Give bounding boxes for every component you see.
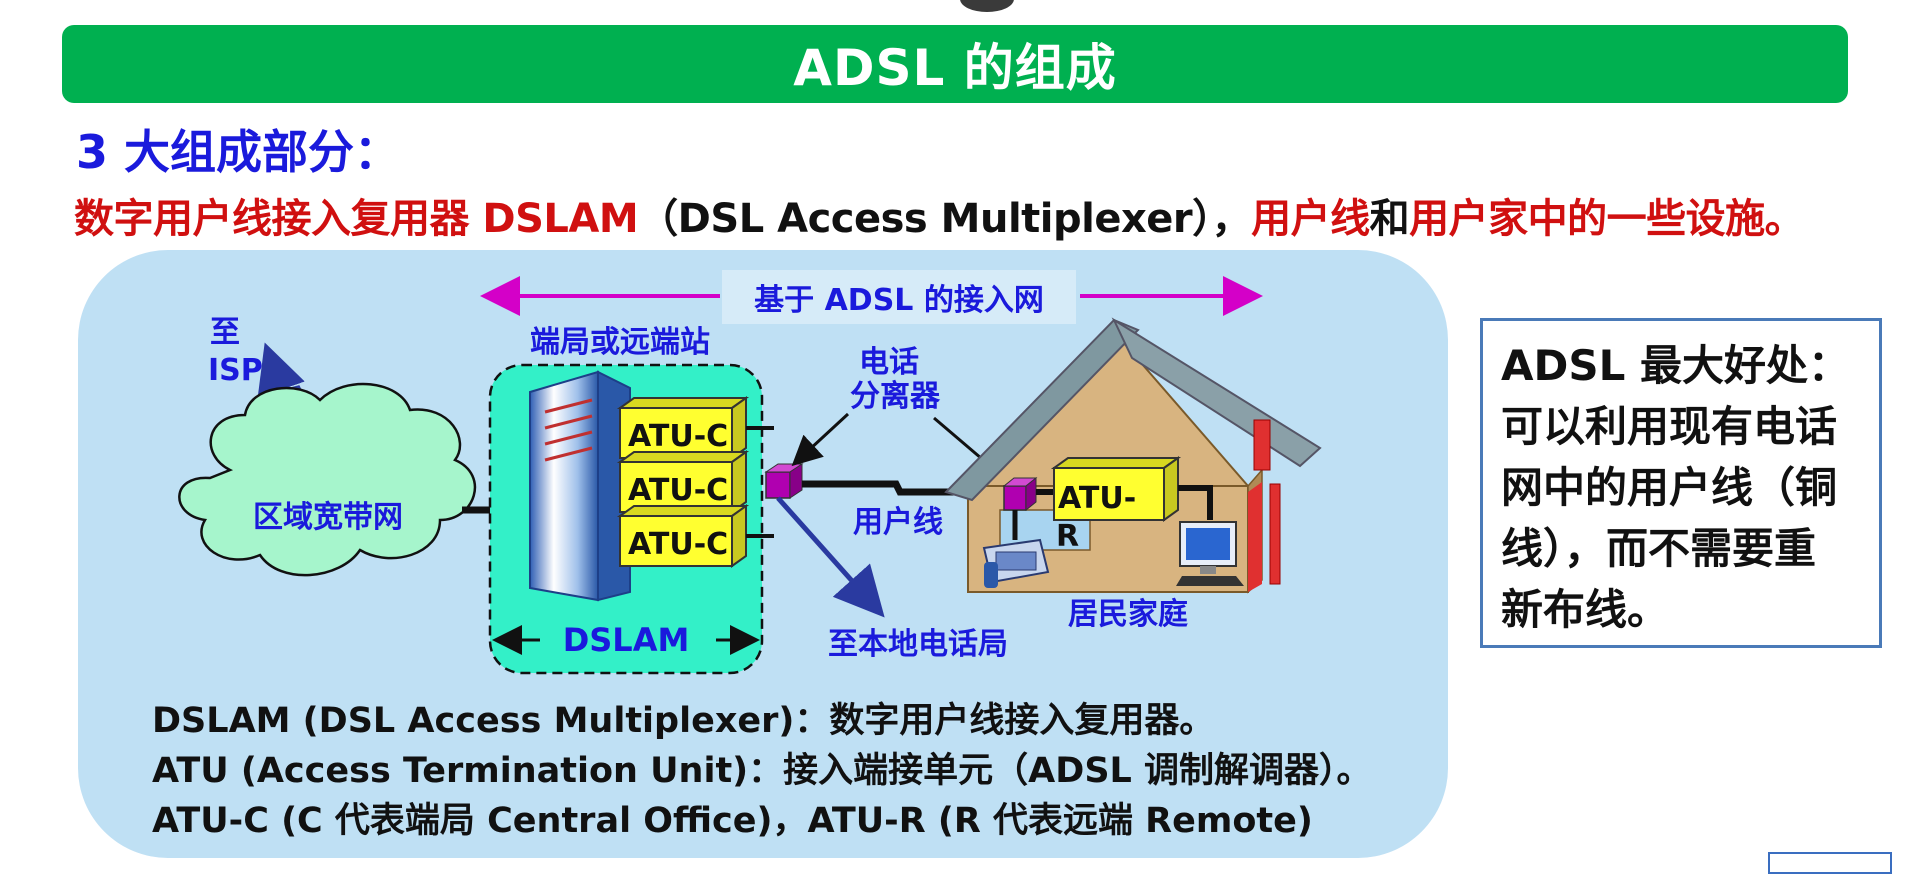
title-bar: ADSL 的组成 [62,25,1848,103]
access-network-label-bg [722,270,1076,324]
advantage-note: ADSL 最大好处： 可以利用现有电话 网中的用户线（铜 线），而不需要重 新布… [1480,318,1882,648]
to-local-office-label: 至本地电话局 [828,627,1008,662]
line-segment-and: 和 [1369,196,1410,242]
top-decoration [960,0,1014,12]
components-line: 数字用户线接入复用器 DSLAM（DSL Access Multiplexer）… [74,186,1805,244]
cloud-icon [178,382,477,577]
to-isp-label-2: ISP [208,353,263,388]
note-line: 线），而不需要重 [1501,524,1817,573]
cloud-label: 区域宽带网 [253,500,403,535]
atu-c-box: ATU-C [616,450,750,514]
page-title: ADSL 的组成 [793,39,1117,97]
nav-badge[interactable] [1768,852,1892,874]
definition-line: ATU (Access Termination Unit)：接入端接单元（ADS… [152,751,1372,791]
splitter-label-2: 分离器 [850,379,941,414]
user-line-label: 用户线 [853,505,943,540]
server-icon [529,370,631,602]
home-label: 居民家庭 [1068,597,1188,632]
phone-icon [982,538,1050,588]
atu-r-label-2: R [1056,519,1079,554]
atu-c-label: ATU-C [628,419,728,454]
subtitle: 3 大组成部分： [76,125,401,179]
line-segment-user-line: 用户线 [1251,196,1370,242]
atu-c-label: ATU-C [628,527,728,562]
note-line: 网中的用户线（铜 [1501,463,1838,512]
lightning-to-local-office [776,496,885,618]
atu-c-box: ATU-C [616,504,774,568]
access-network-label: 基于 ADSL 的接入网 [754,283,1044,318]
atu-c-label: ATU-C [628,473,728,508]
atu-r-box: ATU- [1050,456,1182,522]
note-line: 新布线。 [1501,585,1670,634]
definition-line: DSLAM (DSL Access Multiplexer)：数字用户线接入复用… [152,701,1214,741]
splitter-label-1: 电话 [859,345,919,380]
splitter-icon [765,471,791,499]
atu-r-label-1: ATU- [1058,481,1136,516]
splitter-pointer-left [791,412,850,467]
dslam-label: DSLAM [563,621,690,659]
line-segment-dslam: 数字用户线接入复用器 DSLAM [74,196,639,242]
splitter-icon [1003,485,1027,511]
station-label: 端局或远端站 [530,325,710,360]
line-segment-dslam-en: （DSL Access Multiplexer）， [638,196,1252,242]
definition-line: ATU-C (C 代表端局 Central Office)，ATU-R (R 代… [152,801,1313,841]
line-segment-home: 用户家中的一些设施。 [1409,196,1805,242]
atu-r-to-pc-cable [1178,485,1213,520]
computer-icon [1176,521,1244,586]
to-isp-label-1: 至 [210,315,240,350]
note-line: ADSL 最大好处： [1501,341,1851,390]
note-line: 可以利用现有电话 [1501,402,1838,451]
atu-c-box: ATU-C [616,396,774,460]
